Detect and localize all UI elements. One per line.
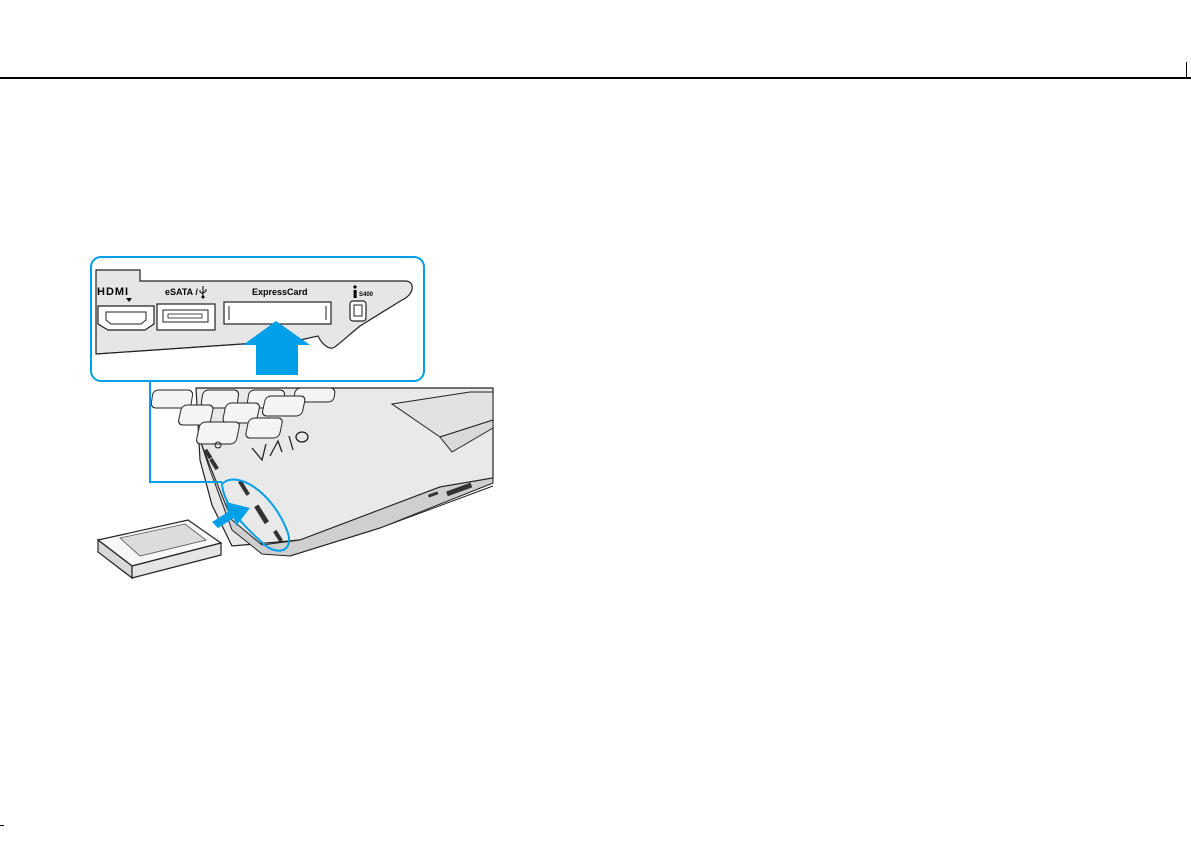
hdmi-label: HDMI (97, 286, 129, 298)
expresscard-label: ExpressCard (252, 287, 308, 297)
esata-label: eSATA / (165, 287, 198, 297)
expresscard (98, 502, 250, 578)
ports-callout: HDMI eSATA / ExpressCard S400 (91, 257, 424, 381)
expresscard-slot (224, 302, 331, 324)
ieee1394-label: S400 (359, 292, 374, 298)
